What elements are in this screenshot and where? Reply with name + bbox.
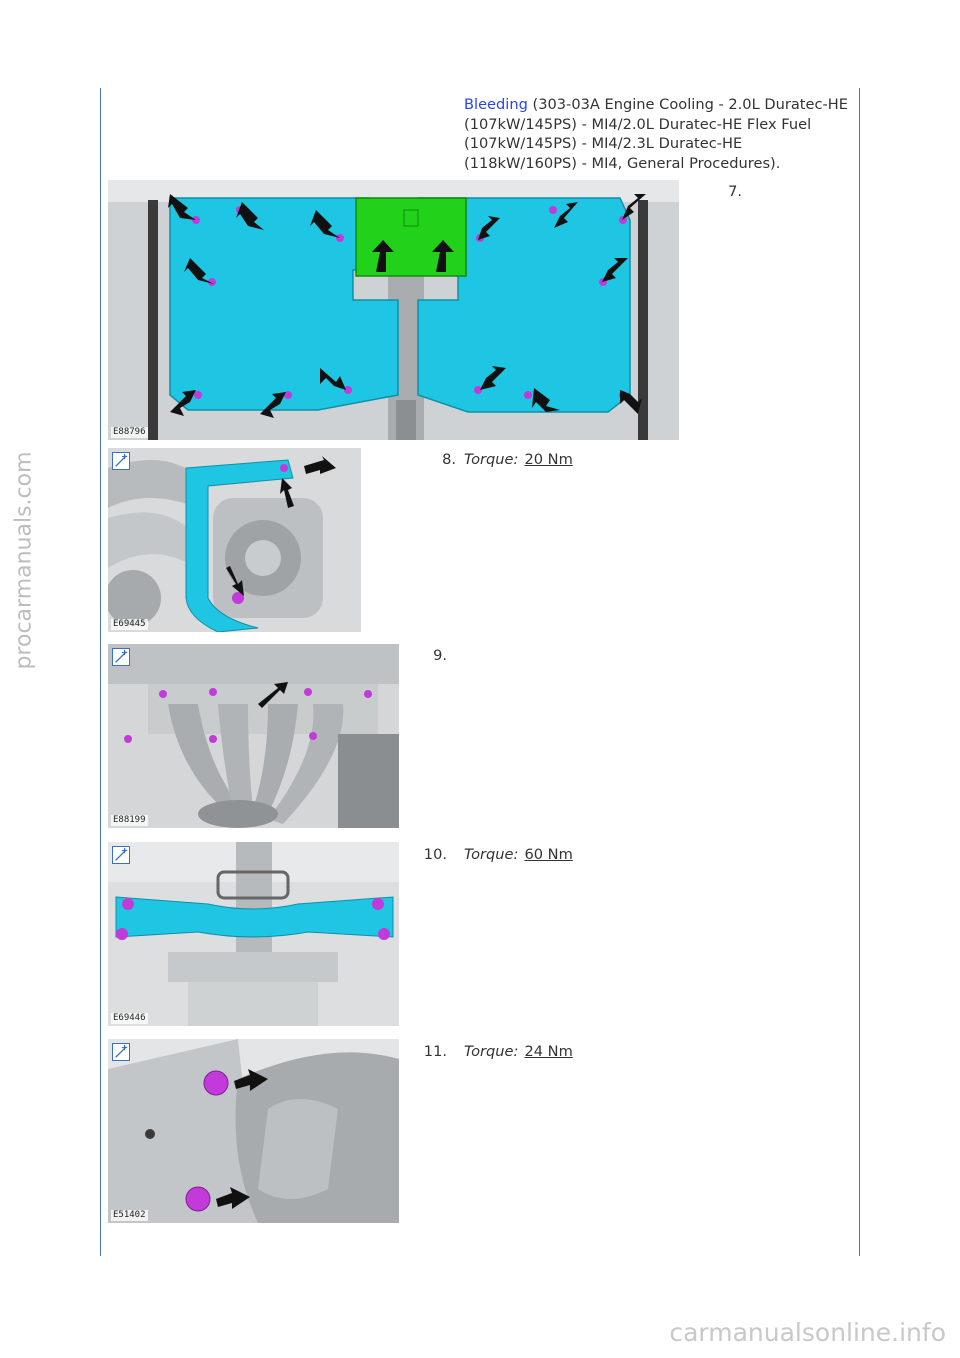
zoom-icon[interactable] — [112, 452, 130, 470]
figure-id-7: E88796 — [111, 427, 148, 438]
exhaust-manifold-illustration — [108, 644, 399, 828]
torque-label-10: Torque: — [464, 846, 519, 863]
torque-spec-8: Torque: 20 Nm — [464, 450, 573, 469]
torque-spec-11: Torque: 24 Nm — [464, 1042, 573, 1061]
step-number-8: 8. — [442, 451, 456, 468]
bottom-watermark: carmanualsonline.info — [669, 1318, 946, 1347]
undershield-illustration — [108, 180, 679, 440]
figure-id-10: E69446 — [111, 1013, 148, 1024]
step-number-9: 9. — [433, 647, 447, 664]
torque-spec-10: Torque: 60 Nm — [464, 845, 573, 864]
right-border-rule — [859, 88, 860, 1256]
figure-bracket-bolts: E51402 — [108, 1039, 399, 1223]
crossmember-illustration — [108, 842, 399, 1026]
torque-label-8: Torque: — [464, 451, 519, 468]
step-number-11: 11. — [423, 1043, 447, 1060]
step-number-7: 7. — [728, 183, 742, 200]
figure-id-11: E51402 — [111, 1210, 148, 1221]
figure-undershield: E88796 — [108, 180, 679, 440]
figure-exhaust-heat-shield: E69445 — [108, 448, 361, 632]
figure-exhaust-manifold: E88199 — [108, 644, 399, 828]
torque-value-11[interactable]: 24 Nm — [524, 1043, 573, 1060]
zoom-icon[interactable] — [112, 1043, 130, 1061]
step-number-10: 10. — [423, 846, 447, 863]
heat-shield-illustration — [108, 448, 361, 632]
torque-value-8[interactable]: 20 Nm — [524, 451, 573, 468]
zoom-icon[interactable] — [112, 648, 130, 666]
torque-value-10[interactable]: 60 Nm — [524, 846, 573, 863]
reference-paragraph: Bleeding (303-03A Engine Cooling - 2.0L … — [464, 95, 856, 173]
torque-label-11: Torque: — [464, 1043, 519, 1060]
figure-crossmember: E69446 — [108, 842, 399, 1026]
side-watermark-text: procarmanuals.com — [11, 450, 37, 670]
side-watermark: procarmanuals.com — [4, 330, 44, 790]
zoom-icon[interactable] — [112, 846, 130, 864]
bracket-bolts-illustration — [108, 1039, 399, 1223]
reference-text: (303-03A Engine Cooling - 2.0L Duratec-H… — [464, 96, 848, 172]
figure-id-8: E69445 — [111, 619, 148, 630]
bleeding-link[interactable]: Bleeding — [464, 96, 528, 113]
left-border-rule — [100, 88, 101, 1256]
figure-id-9: E88199 — [111, 815, 148, 826]
